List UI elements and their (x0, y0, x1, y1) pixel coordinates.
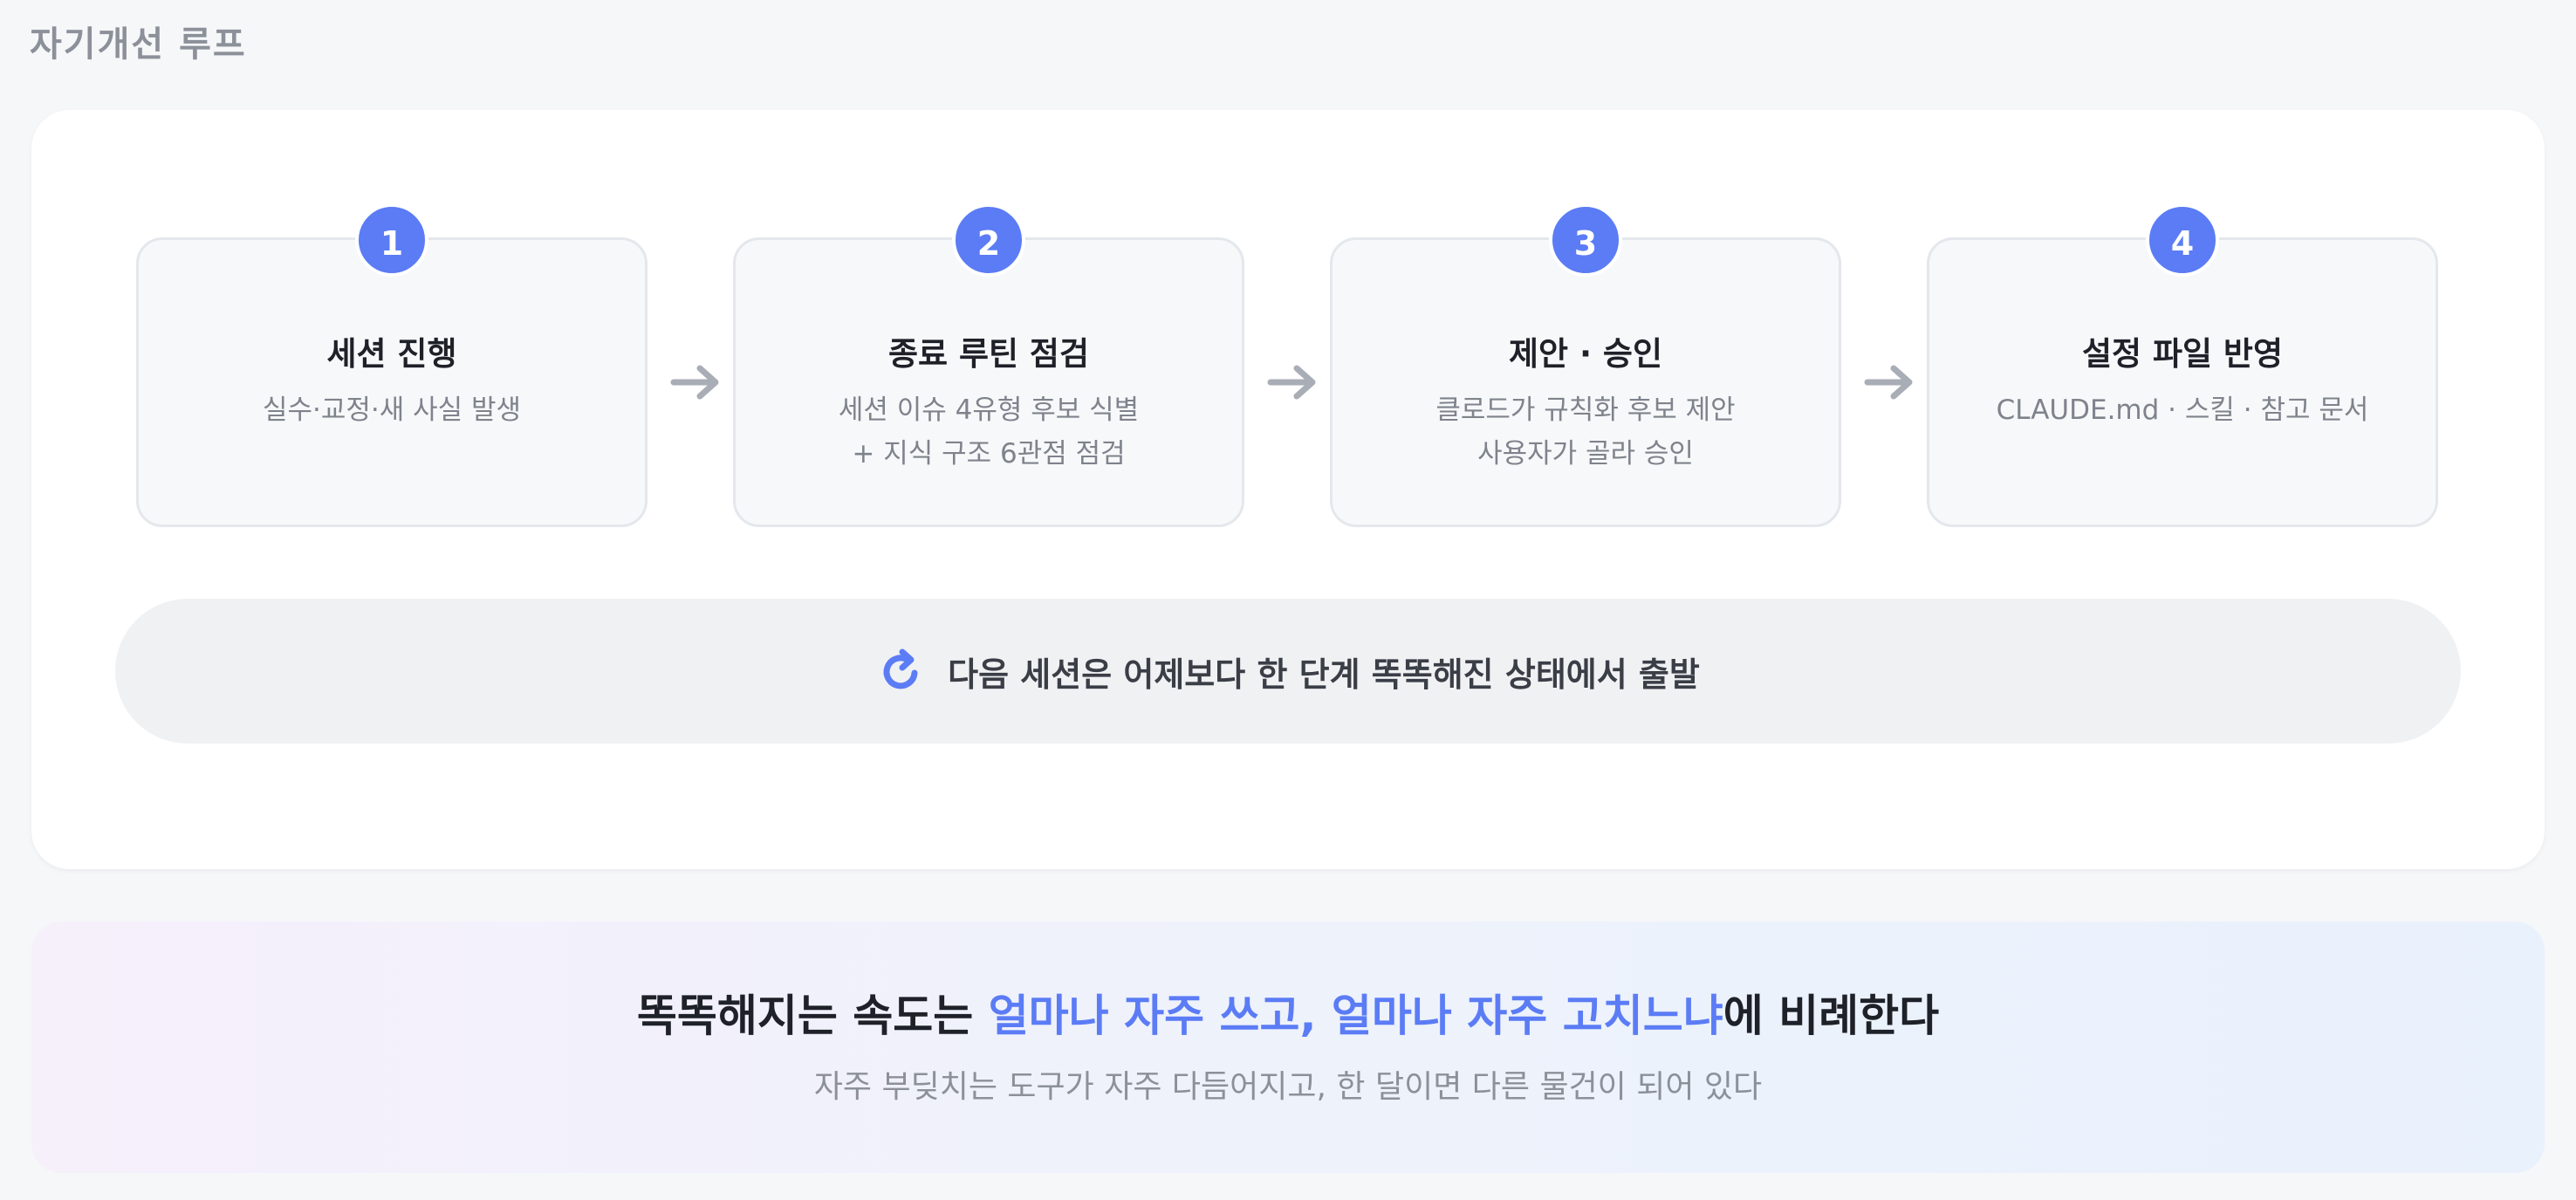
step-card-3: 3 제안 · 승인 클로드가 규칙화 후보 제안 사용자가 골라 승인 (1330, 203, 1841, 527)
page-title: 자기개선 루프 (30, 24, 247, 65)
loop-banner: 다음 세션은 어제보다 한 단계 똑똑해진 상태에서 출발 (115, 599, 2461, 744)
step-title: 종료 루틴 점검 (887, 335, 1089, 373)
step-card-1: 1 세션 진행 실수·교정·새 사실 발생 (136, 203, 647, 527)
headline-prefix: 똑똑해지는 속도는 (636, 991, 989, 1041)
step-number-badge: 2 (952, 203, 1025, 277)
footer-headline: 똑똑해지는 속도는 얼마나 자주 쓰고, 얼마나 자주 고치느냐에 비례한다 (31, 981, 2545, 1044)
step-card-4: 4 설정 파일 반영 CLAUDE.md · 스킬 · 참고 문서 (1927, 203, 2438, 527)
arrow-right-icon (1267, 365, 1316, 400)
arrow-right-icon (670, 365, 719, 400)
step-description: 클로드가 규칙화 후보 제안 사용자가 골라 승인 (1333, 388, 1839, 476)
step-flow: 1 세션 진행 실수·교정·새 사실 발생 2 종료 루틴 점검 세션 이슈 4… (136, 201, 2440, 527)
arrow-right-icon (1864, 365, 1913, 400)
step-desc-line: 세션 이슈 4유형 후보 식별 (838, 394, 1140, 426)
step-title: 제안 · 승인 (1509, 335, 1662, 373)
step-number-badge: 1 (355, 203, 428, 277)
step-description: CLAUDE.md · 스킬 · 참고 문서 (1929, 388, 2436, 432)
step-desc-line: 실수·교정·새 사실 발생 (262, 394, 522, 426)
step-card-2: 2 종료 루틴 점검 세션 이슈 4유형 후보 식별 + 지식 구조 6관점 점… (733, 203, 1244, 527)
step-desc-line: CLAUDE.md · 스킬 · 참고 문서 (1996, 394, 2369, 426)
step-number-badge: 3 (1549, 203, 1622, 277)
refresh-icon (883, 648, 918, 689)
step-title: 세션 진행 (326, 335, 457, 373)
footer-subtext: 자주 부딪치는 도구가 자주 다듬어지고, 한 달이면 다른 물건이 되어 있다 (813, 1069, 1763, 1105)
footer-callout: 똑똑해지는 속도는 얼마나 자주 쓰고, 얼마나 자주 고치느냐에 비례한다 자… (31, 922, 2545, 1173)
step-description: 실수·교정·새 사실 발생 (139, 388, 645, 432)
headline-suffix: 에 비례한다 (1723, 991, 1940, 1041)
loop-diagram-card: 1 세션 진행 실수·교정·새 사실 발생 2 종료 루틴 점검 세션 이슈 4… (31, 110, 2545, 869)
loop-text: 다음 세션은 어제보다 한 단계 똑똑해진 상태에서 출발 (948, 655, 1700, 694)
step-number-badge: 4 (2146, 203, 2219, 277)
step-desc-line: 클로드가 규칙화 후보 제안 (1435, 394, 1736, 426)
headline-highlight: 얼마나 자주 쓰고, 얼마나 자주 고치느냐 (988, 991, 1723, 1041)
step-desc-line: + 지식 구조 6관점 점검 (852, 438, 1126, 470)
step-desc-line: 사용자가 골라 승인 (1477, 438, 1694, 470)
step-title: 설정 파일 반영 (2081, 335, 2283, 373)
step-description: 세션 이슈 4유형 후보 식별 + 지식 구조 6관점 점검 (736, 388, 1242, 476)
